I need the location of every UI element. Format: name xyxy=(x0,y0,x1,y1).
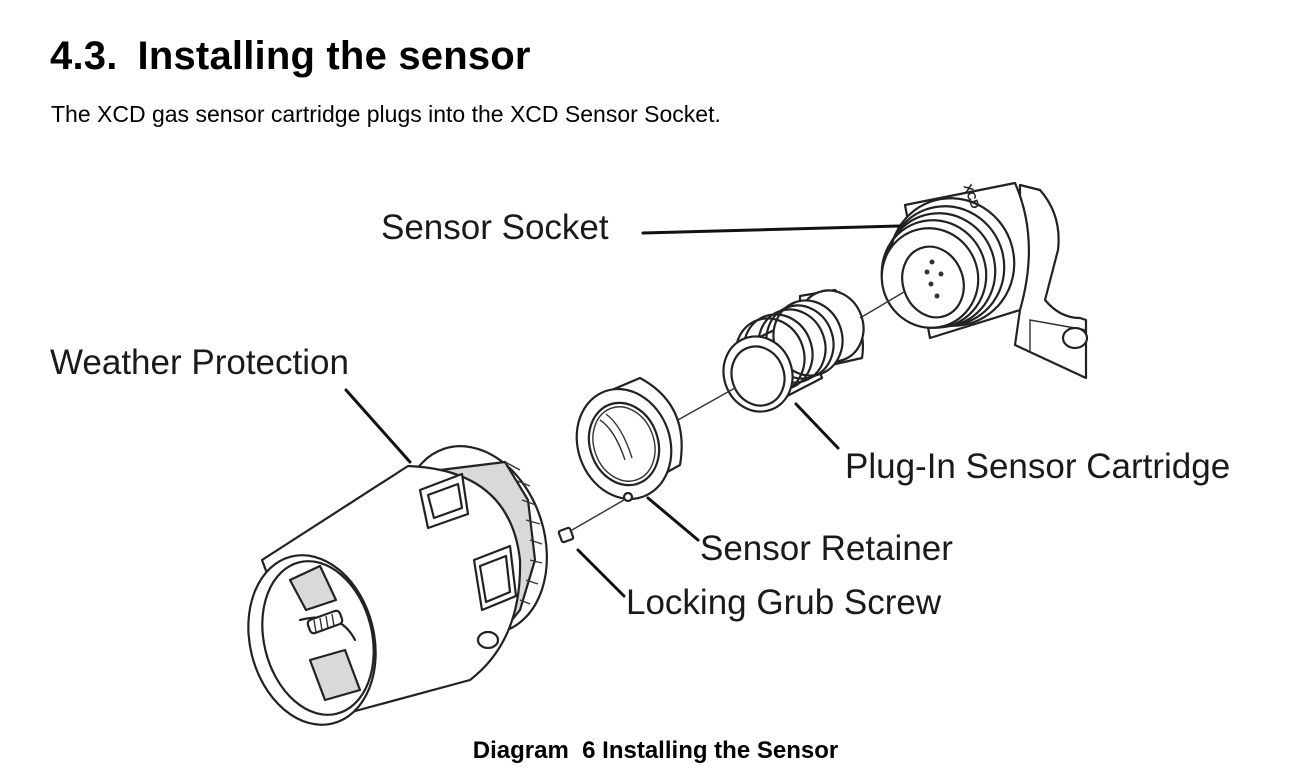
locking-grub-screw-illustration xyxy=(557,499,625,544)
weather-protection-illustration xyxy=(247,445,548,726)
plug-in-sensor-cartridge-illustration xyxy=(722,288,865,413)
label-plug-in-sensor-cartridge: Plug-In Sensor Cartridge xyxy=(845,447,1230,486)
leader-plug-in-sensor-cartridge xyxy=(794,402,840,450)
leader-sensor-socket xyxy=(641,224,902,235)
section-title: Installing the sensor xyxy=(137,34,531,78)
section-number: 4.3. xyxy=(50,34,118,78)
label-sensor-retainer: Sensor Retainer xyxy=(700,529,953,568)
diagram-caption: Diagram 6 Installing the Sensor xyxy=(472,737,839,764)
leader-sensor-retainer xyxy=(646,496,700,542)
leader-locking-grub-screw xyxy=(576,548,626,598)
sensor-socket-illustration: XCD xyxy=(880,181,1089,380)
label-weather-protection: Weather Protection xyxy=(50,343,349,382)
label-locking-grub-screw: Locking Grub Screw xyxy=(626,583,942,622)
label-sensor-socket: Sensor Socket xyxy=(381,208,609,247)
intro-paragraph: The XCD gas sensor cartridge plugs into … xyxy=(51,101,721,127)
section-heading: 4.3. Installing the sensor xyxy=(50,34,531,79)
sensor-retainer-illustration xyxy=(575,376,683,503)
leader-weather-protection xyxy=(344,388,412,464)
